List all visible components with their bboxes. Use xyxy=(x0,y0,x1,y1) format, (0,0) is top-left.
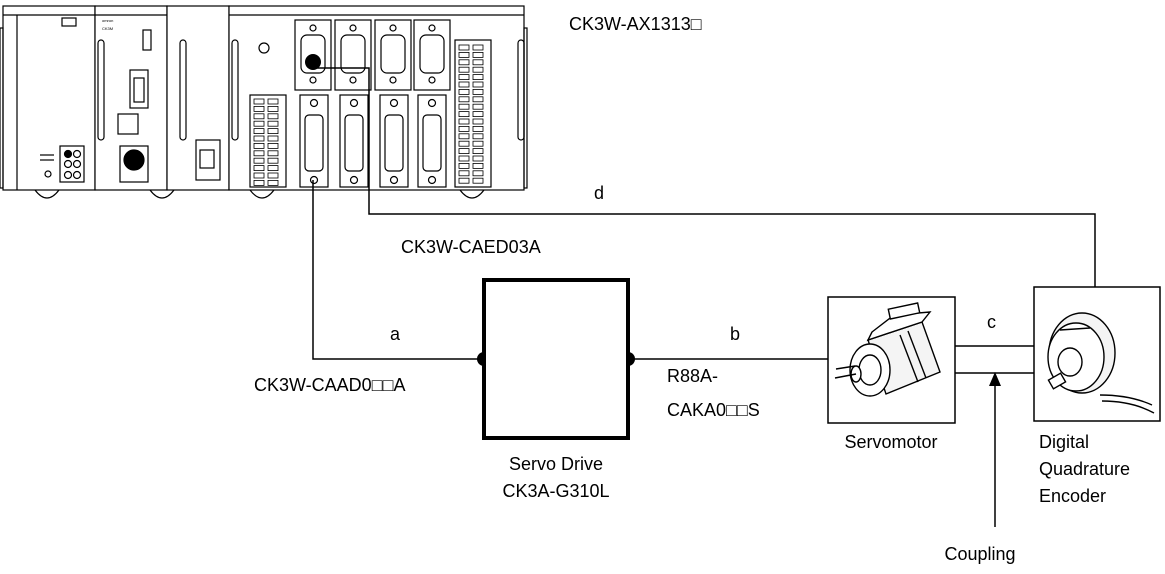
terminal-pin xyxy=(458,66,470,73)
encoder-label-line2: Quadrature xyxy=(1039,459,1130,479)
din-rail xyxy=(0,27,528,199)
terminal-pin xyxy=(253,128,265,135)
servo-drive-label-line2: CK3A-G310L xyxy=(502,481,609,501)
terminal-pin xyxy=(267,135,279,142)
terminal-pins xyxy=(253,44,484,186)
terminal-pin xyxy=(472,148,484,155)
encoder-label-line3: Encoder xyxy=(1039,486,1106,506)
terminal-pin xyxy=(253,165,265,172)
terminal-pin xyxy=(472,74,484,80)
terminal-pin xyxy=(472,44,484,51)
cable-d-letter: d xyxy=(594,183,604,203)
module-label: CK3W-AX1313□ xyxy=(569,14,702,34)
terminal-pin xyxy=(458,111,470,117)
terminal-pin xyxy=(267,179,279,186)
terminal-pin xyxy=(458,81,470,88)
cable-b-letter: b xyxy=(730,324,740,344)
terminal-pin xyxy=(458,118,470,125)
terminal-pin xyxy=(253,172,265,179)
servomotor-label: Servomotor xyxy=(844,432,937,452)
terminal-pin xyxy=(253,120,265,127)
cable-a-letter: a xyxy=(390,324,401,344)
terminal-pin xyxy=(472,170,484,177)
terminal-pin xyxy=(472,59,484,66)
servo-drive-label-line1: Servo Drive xyxy=(509,454,603,474)
cable-c-letter: c xyxy=(987,312,996,332)
encoder-icon xyxy=(1047,312,1155,414)
terminal-pin xyxy=(253,150,265,157)
terminal-pin xyxy=(472,140,484,147)
terminal-pin xyxy=(472,81,484,88)
terminal-pin xyxy=(267,157,279,164)
terminal-pin xyxy=(458,148,470,155)
terminal-pin xyxy=(458,103,470,110)
terminal-pin xyxy=(267,142,279,149)
terminal-pin xyxy=(458,177,470,184)
coupling-arrowhead xyxy=(989,372,1001,386)
terminal-pin xyxy=(458,96,470,103)
plc-model-text: CK3M xyxy=(102,26,113,31)
cable-b-model-line1: R88A- xyxy=(667,366,718,386)
terminal-pin xyxy=(458,89,470,95)
terminal-pin xyxy=(472,126,484,132)
terminal-pin xyxy=(472,133,484,140)
terminal-pin xyxy=(472,111,484,117)
terminal-pin xyxy=(458,44,470,51)
terminal-pin xyxy=(267,98,279,105)
terminal-pin xyxy=(472,155,484,162)
terminal-pin xyxy=(472,66,484,73)
encoder-label-line1: Digital xyxy=(1039,432,1089,452)
terminal-pin xyxy=(472,103,484,110)
terminal-pin xyxy=(267,106,279,112)
cable-a xyxy=(312,180,484,360)
terminal-pin xyxy=(253,157,265,164)
terminal-pin xyxy=(458,74,470,80)
terminal-pin xyxy=(472,118,484,125)
terminal-pin xyxy=(458,126,470,132)
servomotor-box xyxy=(827,296,956,424)
terminal-pin xyxy=(267,172,279,179)
terminal-pin xyxy=(458,162,470,169)
cable-d-model: CK3W-CAED03A xyxy=(401,237,541,257)
terminal-pin xyxy=(472,52,484,58)
terminal-pin xyxy=(472,96,484,103)
terminal-pin xyxy=(458,140,470,147)
terminal-pin xyxy=(267,120,279,127)
terminal-pin xyxy=(267,165,279,172)
servomotor-icon xyxy=(834,302,941,397)
cpu-unit xyxy=(94,5,168,191)
terminal-pin xyxy=(458,170,470,177)
cable-d-end-dot xyxy=(305,54,321,70)
terminal-pin xyxy=(253,113,265,120)
cable-a-model: CK3W-CAAD0□□A xyxy=(254,375,405,395)
plc-brand-text: omron xyxy=(102,18,113,23)
terminal-pin xyxy=(253,106,265,112)
terminal-pin xyxy=(458,133,470,140)
terminal-pin xyxy=(253,142,265,149)
terminal-pin xyxy=(267,113,279,120)
terminal-pin xyxy=(253,98,265,105)
coupling-label: Coupling xyxy=(944,544,1015,564)
terminal-pin xyxy=(253,179,265,186)
terminal-pin xyxy=(472,89,484,95)
end-cover xyxy=(166,5,230,191)
terminal-pin xyxy=(267,128,279,135)
encoder-box xyxy=(1033,286,1161,422)
servo-drive-box xyxy=(482,278,630,440)
terminal-pin xyxy=(267,150,279,157)
terminal-pin xyxy=(458,155,470,162)
terminal-pin xyxy=(253,135,265,142)
terminal-pin xyxy=(472,162,484,169)
terminal-pin xyxy=(472,177,484,184)
power-supply-unit xyxy=(2,5,96,191)
terminal-pin xyxy=(458,52,470,58)
terminal-pin xyxy=(458,59,470,66)
cable-b-model-line2: CAKA0□□S xyxy=(667,400,760,420)
